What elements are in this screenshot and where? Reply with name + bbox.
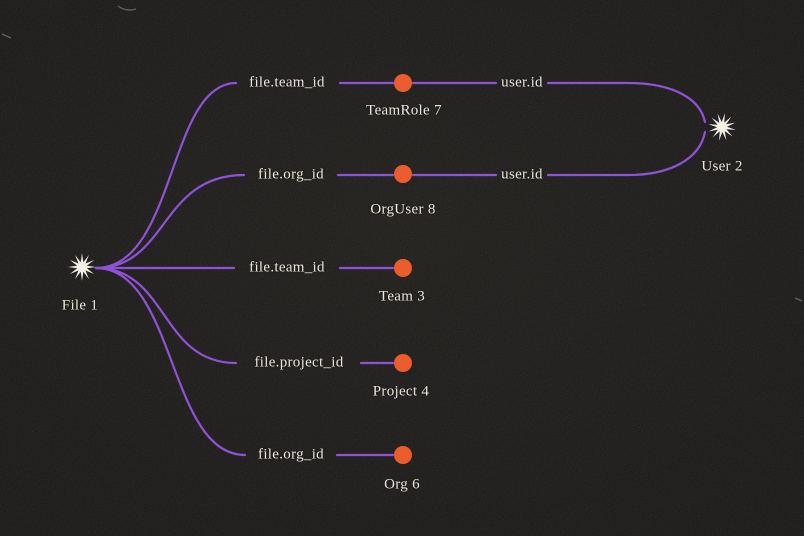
- node-dot-project-4[interactable]: [394, 354, 412, 372]
- table-label-orguser-8: OrgUser 8: [370, 201, 436, 218]
- node-dot-org-6[interactable]: [394, 446, 412, 464]
- edge-label-user-id: user.id: [501, 166, 543, 183]
- node-dot-team-3[interactable]: [394, 259, 412, 277]
- user-2-starburst-icon[interactable]: [705, 110, 738, 143]
- edge-label-file-org-id: file.org_id: [258, 166, 324, 183]
- file-1-starburst-icon[interactable]: [68, 253, 96, 281]
- scratch-decoration: [794, 297, 803, 302]
- edge-teamrole7-to-user-b: [546, 81, 707, 124]
- scratch-decoration: [1, 33, 12, 39]
- node-label-user-2: User 2: [701, 158, 743, 175]
- node-label-file-1: File 1: [61, 297, 99, 314]
- edge-label-file-team-id: file.team_id: [249, 259, 325, 276]
- edge-orguser8-to-user-b: [546, 130, 707, 177]
- edge-file-to-orguser8: [94, 173, 246, 270]
- edge-label-user-id: user.id: [501, 74, 543, 91]
- table-label-team-3: Team 3: [378, 288, 426, 305]
- node-dot-teamrole-7[interactable]: [394, 74, 412, 92]
- edge-label-file-org-id: file.org_id: [258, 446, 324, 463]
- scratch-decoration: [117, 5, 137, 11]
- edge-label-file-team-id: file.team_id: [249, 74, 325, 91]
- table-label-teamrole-7: TeamRole 7: [366, 102, 442, 119]
- table-label-project-4: Project 4: [372, 383, 430, 400]
- node-dot-orguser-8[interactable]: [394, 165, 412, 183]
- edge-file-to-teamrole7: [94, 81, 238, 270]
- edge-label-file-project-id: file.project_id: [254, 354, 344, 371]
- table-label-org-6: Org 6: [384, 476, 420, 493]
